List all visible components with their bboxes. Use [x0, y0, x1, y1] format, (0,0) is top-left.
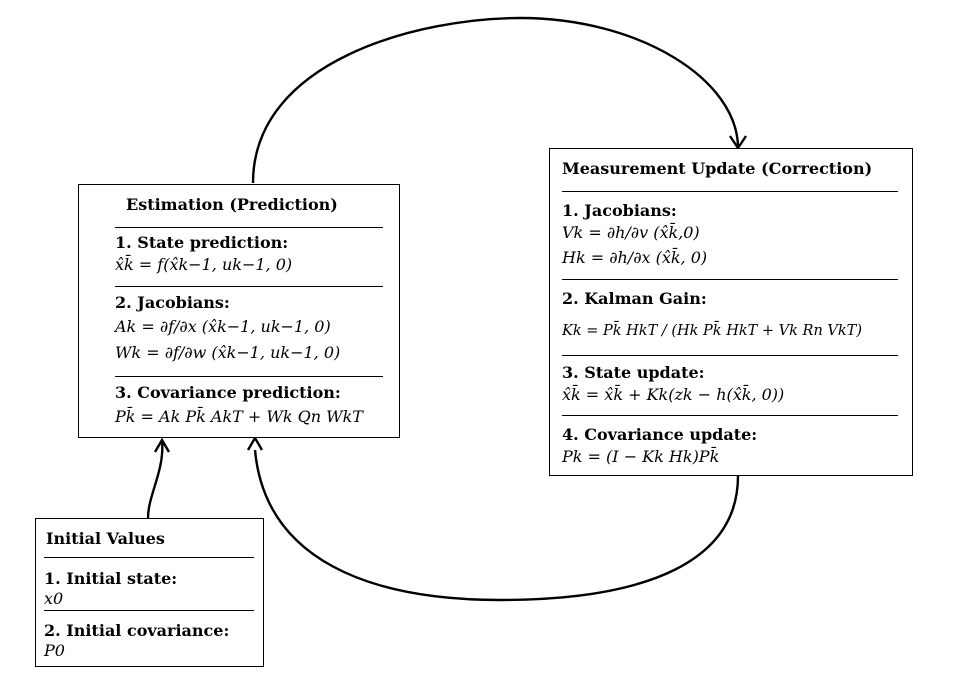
state-prediction-equation: x̂k̄ = f(x̂k−1, uk−1, 0)	[115, 255, 293, 274]
divider	[115, 286, 383, 287]
kalman-gain-equation: Kk = Pk̄ HkT / (Hk Pk̄ HkT + Vk Rn VkT)	[562, 323, 862, 339]
divider	[44, 610, 254, 611]
estimation-box: Estimation (Prediction) 1. State predict…	[78, 184, 400, 438]
measurement-jacobians-heading: 1. Jacobians:	[562, 201, 677, 220]
divider	[562, 191, 898, 192]
divider	[44, 557, 254, 558]
initial-values-box: Initial Values 1. Initial state: x0 2. I…	[35, 518, 264, 667]
covariance-update-heading: 4. Covariance update:	[562, 425, 758, 444]
state-prediction-heading: 1. State prediction:	[115, 233, 289, 252]
initial-values-title: Initial Values	[46, 529, 165, 548]
arrow-initial-to-prediction	[146, 439, 164, 519]
measurement-update-box: Measurement Update (Correction) 1. Jacob…	[549, 148, 913, 476]
state-update-heading: 3. State update:	[562, 363, 705, 382]
state-update-equation: x̂k̄ = x̂k̄ + Kk(zk − h(x̂k̄, 0))	[562, 385, 785, 404]
jacobian-a-equation: Ak = ∂f/∂x (x̂k−1, uk−1, 0)	[115, 317, 331, 336]
divider	[115, 376, 383, 377]
measurement-title: Measurement Update (Correction)	[562, 159, 873, 178]
initial-state-heading: 1. Initial state:	[44, 569, 178, 588]
initial-state-equation: x0	[44, 589, 64, 608]
divider	[562, 355, 898, 356]
divider	[115, 227, 383, 228]
arrow-correction-to-prediction	[253, 449, 740, 602]
jacobian-w-equation: Wk = ∂f/∂w (x̂k−1, uk−1, 0)	[115, 343, 341, 362]
arrowhead-initial	[153, 437, 171, 453]
arrow-prediction-to-correction	[251, 16, 740, 184]
kalman-gain-heading: 2. Kalman Gain:	[562, 289, 707, 308]
covariance-prediction-heading: 3. Covariance prediction:	[115, 383, 341, 402]
initial-covariance-equation: P0	[44, 641, 65, 660]
estimation-title: Estimation (Prediction)	[126, 195, 338, 214]
divider	[562, 279, 898, 280]
jacobian-h-equation: Hk = ∂h/∂x (x̂k̄, 0)	[562, 248, 708, 267]
initial-covariance-heading: 2. Initial covariance:	[44, 621, 230, 640]
jacobian-v-equation: Vk = ∂h/∂v (x̂k̄,0)	[562, 223, 700, 242]
jacobians-heading: 2. Jacobians:	[115, 293, 230, 312]
covariance-update-equation: Pk = (I − Kk Hk)Pk̄	[562, 447, 720, 466]
divider	[562, 415, 898, 416]
covariance-prediction-equation: Pk̄ = Ak Pk̄ AkT + Wk Qn WkT	[115, 407, 363, 426]
arrowhead-prediction-bottom	[246, 435, 264, 451]
